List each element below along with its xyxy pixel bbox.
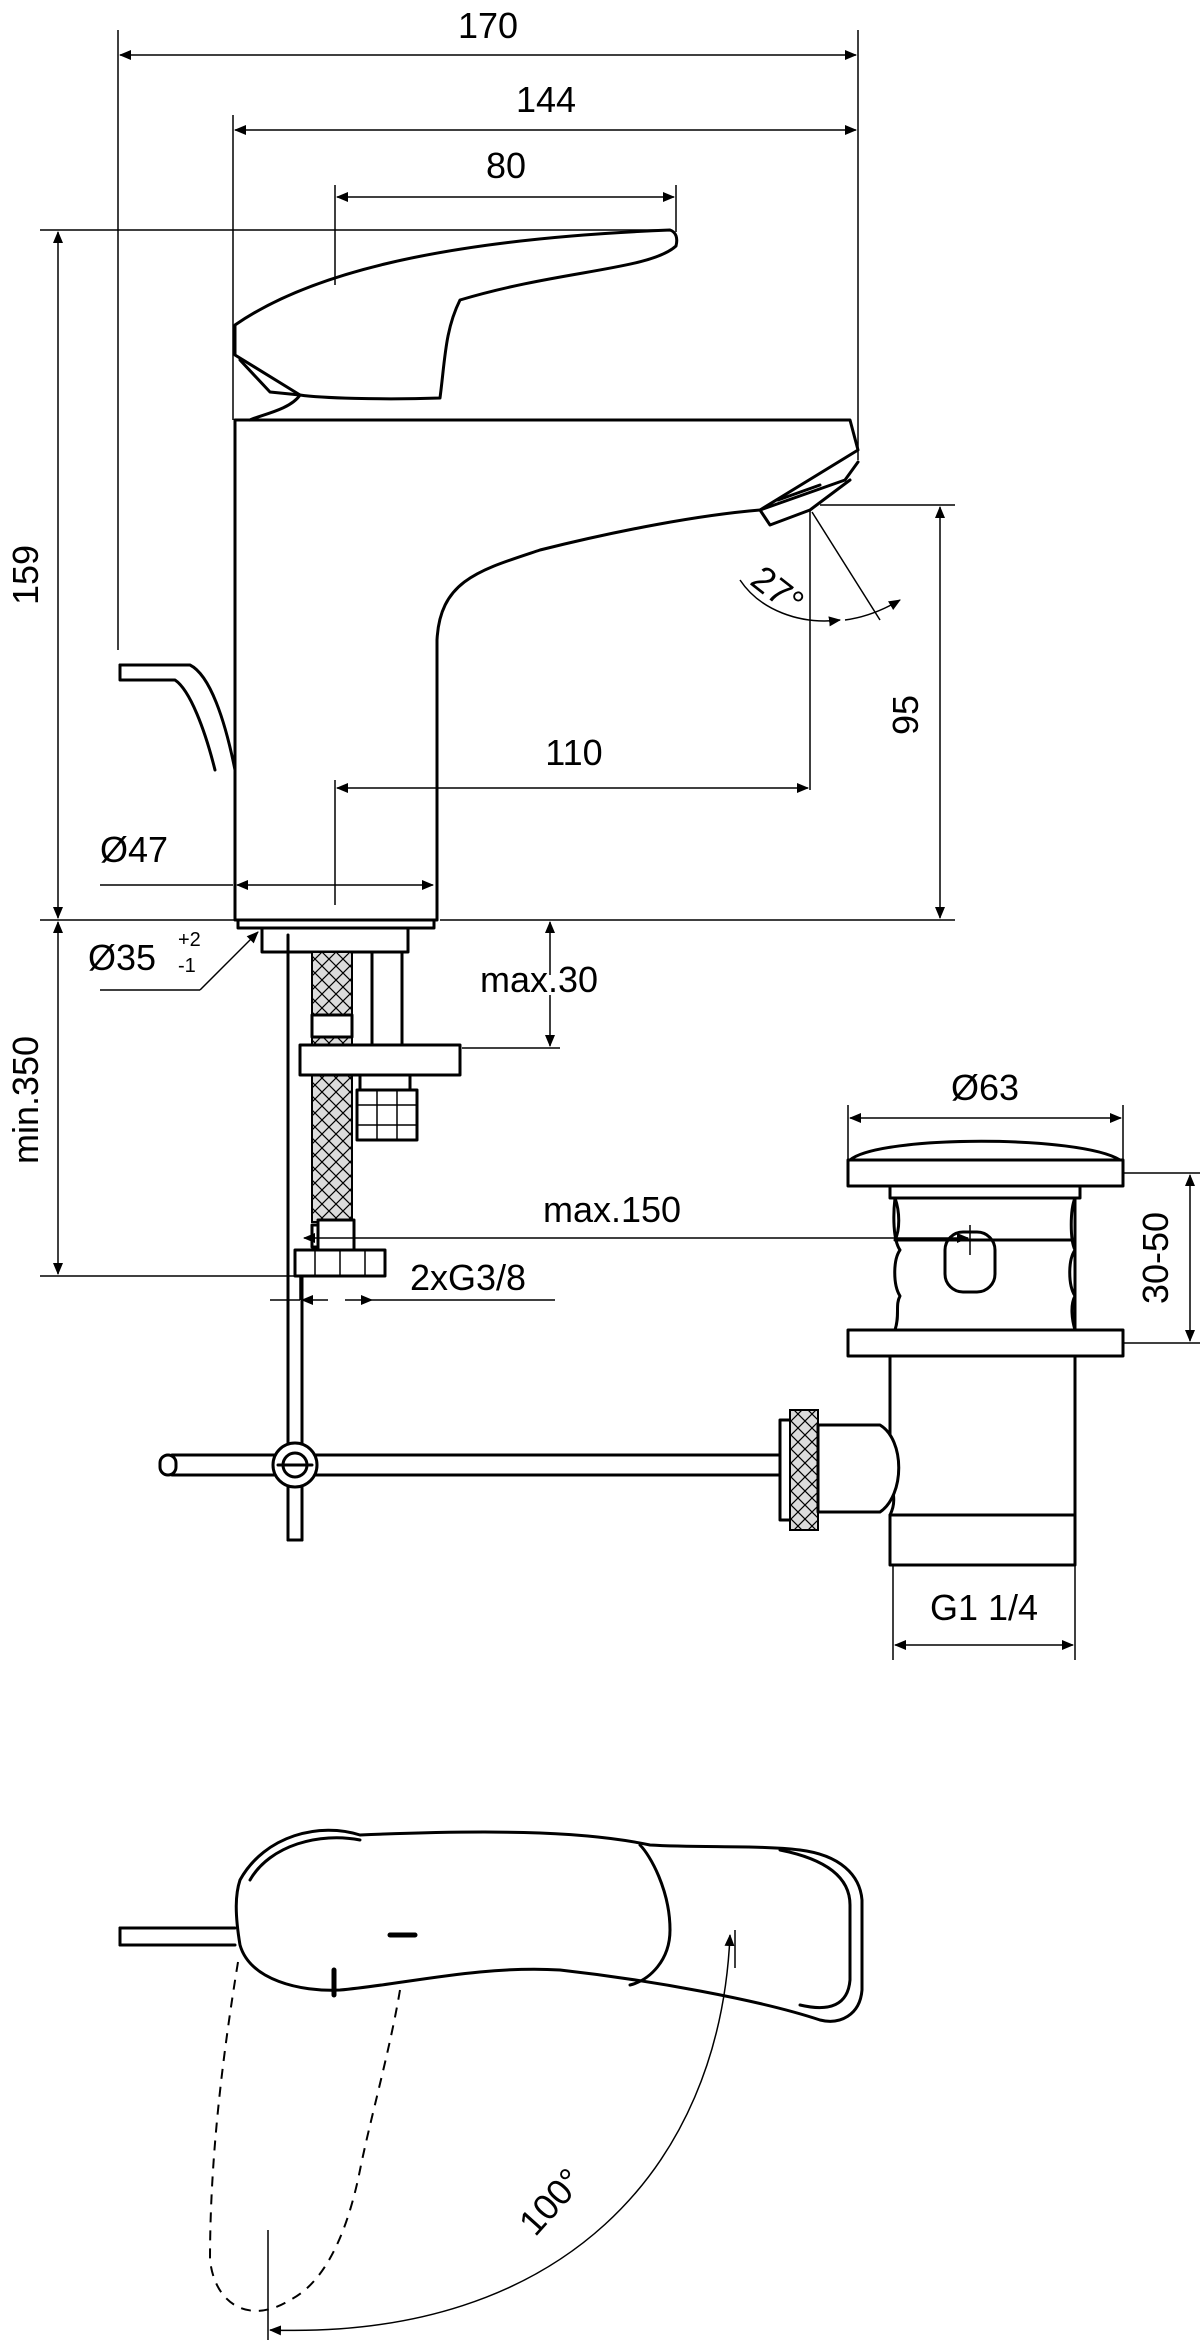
lever-swing-dashed bbox=[208, 1961, 401, 2312]
waste-rod bbox=[170, 1453, 787, 1477]
fixing-plate bbox=[298, 1043, 462, 1077]
dimension-labels: 170 144 80 159 95 27° 110 Ø47 Ø35 +2 -1 … bbox=[5, 5, 1176, 2243]
overflow-connector bbox=[789, 1409, 819, 1531]
dim-hole-diameter: Ø35 bbox=[88, 937, 156, 978]
dim-connections: 2xG3/8 bbox=[410, 1257, 526, 1298]
dim-lever-rotation: 100° bbox=[511, 2160, 591, 2243]
mounting-sleeve bbox=[260, 926, 410, 954]
lever-handle bbox=[233, 228, 679, 401]
waste-flange bbox=[846, 1158, 1125, 1188]
dim-lever-reach: 144 bbox=[516, 79, 576, 120]
lever-top-outline bbox=[234, 1828, 864, 2023]
dim-waste-thread: G1 1/4 bbox=[930, 1587, 1038, 1628]
aerator bbox=[758, 460, 860, 527]
dim-spout-reach: 110 bbox=[545, 732, 602, 773]
dim-hose-length: min.350 bbox=[5, 1036, 46, 1164]
dim-total-height: 159 bbox=[5, 545, 46, 605]
waste-body bbox=[893, 1196, 1077, 1332]
dim-handle-length: 80 bbox=[486, 145, 526, 186]
popup-lever bbox=[118, 663, 237, 772]
dim-hole-tol-plus: +2 bbox=[178, 929, 201, 951]
flex-hose-left bbox=[311, 951, 353, 1223]
hex-nut bbox=[355, 1088, 419, 1142]
faucet-body bbox=[233, 418, 860, 922]
threaded-rod bbox=[370, 950, 404, 1059]
faucet-top-view bbox=[118, 1828, 864, 2340]
dim-waste-rod-reach: max.150 bbox=[543, 1189, 681, 1230]
dim-overall-width: 170 bbox=[458, 5, 518, 46]
pop-up-waste bbox=[778, 1139, 1125, 1567]
waste-tail-pipe bbox=[888, 1513, 1077, 1567]
dim-basin-thickness: 30-50 bbox=[1135, 1212, 1176, 1304]
dim-spout-height: 95 bbox=[885, 695, 926, 735]
dim-body-diameter: Ø47 bbox=[100, 829, 168, 870]
waste-plug-cap bbox=[848, 1139, 1122, 1162]
dim-hole-tol-minus: -1 bbox=[178, 955, 196, 977]
faucet-side-view bbox=[118, 228, 860, 1542]
dim-spout-angle: 27° bbox=[744, 557, 812, 623]
dim-deck-thickness: max.30 bbox=[480, 959, 598, 1000]
dimension-lines bbox=[40, 30, 1200, 1660]
dim-waste-plug-diameter: Ø63 bbox=[951, 1067, 1019, 1108]
